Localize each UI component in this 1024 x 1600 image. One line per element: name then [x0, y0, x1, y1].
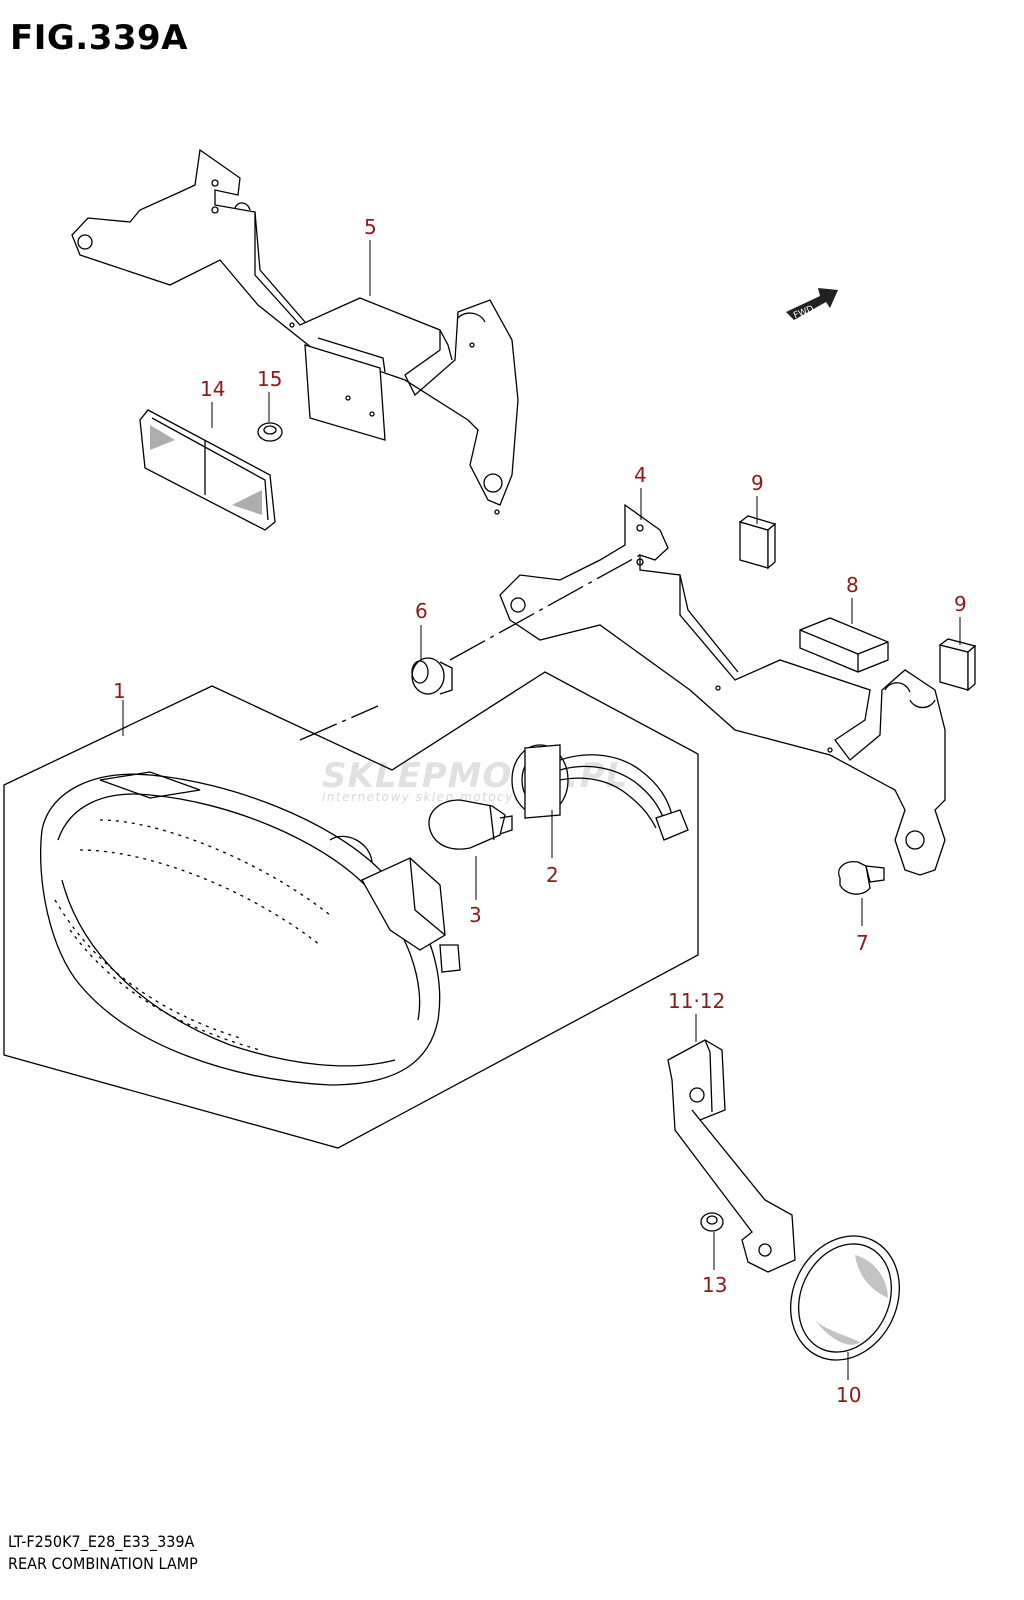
callout-6: 6 — [415, 599, 428, 623]
assembly-box-part-1 — [3, 671, 699, 1149]
socket-part-2 — [511, 744, 689, 841]
callout-7: 7 — [856, 931, 869, 955]
nut-part-15 — [257, 422, 283, 442]
grommet-part-6 — [411, 657, 453, 695]
callout-11-12: 11·12 — [668, 989, 725, 1013]
lamp-housing — [39, 771, 461, 1086]
callout-2: 2 — [546, 863, 559, 887]
callout-10: 10 — [836, 1383, 861, 1407]
tape-part-8 — [799, 617, 889, 673]
footer-section-name: REAR COMBINATION LAMP — [8, 1554, 198, 1573]
round-reflector-part-10 — [790, 1235, 900, 1361]
callout-13: 13 — [702, 1273, 727, 1297]
callout-labels: 1 2 3 4 5 6 7 8 9 9 10 11·12 13 14 15 — [113, 215, 967, 1407]
rubber-part-9b — [938, 638, 977, 692]
watermark-text: SKLEPMOTO.PL — [322, 756, 629, 796]
callout-5: 5 — [364, 215, 377, 239]
leader-lines — [122, 240, 961, 1380]
callout-3: 3 — [469, 903, 482, 927]
footer-model-code: LT-F250K7_E28_E33_339A — [8, 1532, 195, 1551]
bracket-part-5 — [71, 148, 519, 515]
callout-14: 14 — [200, 377, 225, 401]
callout-9b: 9 — [954, 592, 967, 616]
fwd-badge-text: FWD — [792, 304, 815, 321]
fwd-direction-badge: FWD — [786, 288, 838, 321]
callout-4: 4 — [634, 463, 647, 487]
bolt-part-7 — [838, 861, 885, 895]
watermark-subtext: internetowy sklep motocyklowy — [322, 790, 556, 804]
reflector-part-14 — [139, 409, 276, 531]
callout-15: 15 — [257, 367, 282, 391]
nut-part-13 — [700, 1212, 724, 1232]
bracket-part-4 — [499, 503, 946, 876]
callout-9a: 9 — [751, 471, 764, 495]
callout-8: 8 — [846, 573, 859, 597]
stay-part-11-12 — [667, 1039, 796, 1273]
bulb-part-3 — [428, 799, 513, 850]
figure-title: FIG.339A — [10, 18, 188, 58]
callout-1: 1 — [113, 679, 126, 703]
